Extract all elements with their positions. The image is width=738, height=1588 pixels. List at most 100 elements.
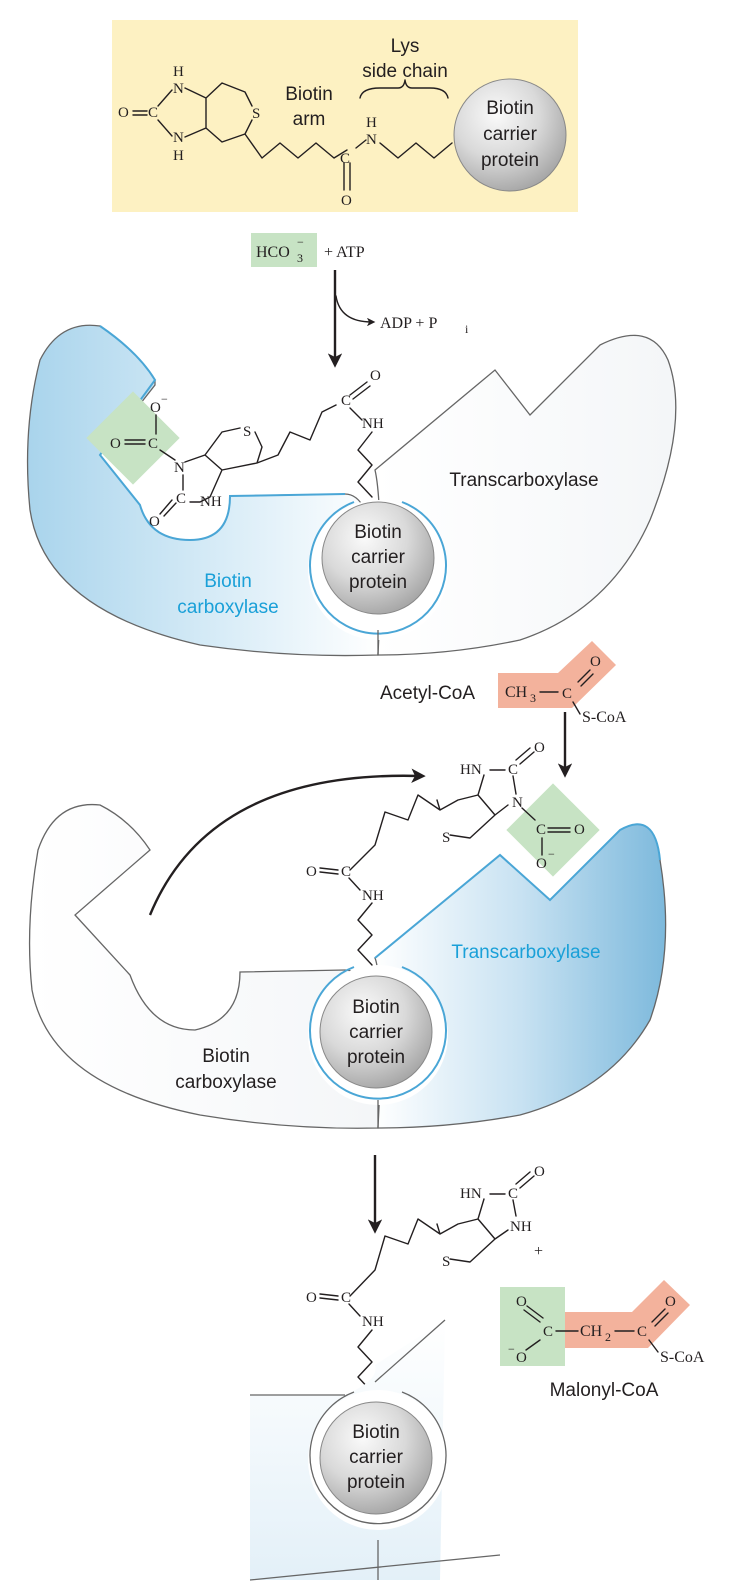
atom-h-top: H xyxy=(173,64,184,80)
transcarboxylase-outline-blue-2 xyxy=(374,823,661,959)
bicarbonate-box xyxy=(251,233,317,267)
e2-hn: HN xyxy=(460,762,482,778)
adp-label: ADP + P xyxy=(380,315,437,332)
p-o-amide: O xyxy=(306,1290,317,1306)
enzyme2-biotin-bonds xyxy=(319,747,571,966)
carrier-protein-sphere-1 xyxy=(321,501,435,615)
atp-label: + ATP xyxy=(324,244,365,261)
adp-sub: i xyxy=(465,322,469,336)
p-s: S xyxy=(442,1254,450,1270)
adp-branch-arrow xyxy=(335,295,376,327)
carrier3-label-2: carrier xyxy=(349,1447,404,1468)
lys-label-1: Lys xyxy=(391,36,420,57)
e2-o-minus-sign: − xyxy=(548,847,555,861)
sphere-pocket-ring-2 xyxy=(309,966,447,1100)
atom-n-top: N xyxy=(173,81,184,97)
transcarboxylase-label-2: Transcarboxylase xyxy=(451,942,600,963)
carrier2-label-2: carrier xyxy=(349,1022,404,1043)
e2-o-double: O xyxy=(574,822,585,838)
e1-nh-amide: NH xyxy=(362,416,384,432)
products-section: HN C O NH S O C NH + O C O − CH 2 C O S-… xyxy=(249,1155,705,1581)
p-nh-amide: NH xyxy=(362,1314,384,1330)
e2-n: N xyxy=(512,795,523,811)
carrier-label-3: protein xyxy=(481,150,539,171)
m-ch2-sub: 2 xyxy=(605,1330,611,1344)
carrier2-label-1: Biotin xyxy=(352,997,400,1018)
e1-o-double: O xyxy=(110,436,121,452)
e1-o-minus: O xyxy=(150,400,161,416)
atom-c-left: C xyxy=(148,105,158,121)
bicarbonate-label: HCO xyxy=(256,244,290,261)
e2-o-urea: O xyxy=(534,740,545,756)
ch3-sub: 3 xyxy=(530,691,536,705)
atom-o-left: O xyxy=(118,105,129,121)
e2-s: S xyxy=(442,830,450,846)
lys-label-2: side chain xyxy=(362,61,448,82)
malonyl-coa-label: Malonyl-CoA xyxy=(550,1380,659,1401)
lys-brace xyxy=(359,79,449,99)
e1-c-carboxyl: C xyxy=(148,436,158,452)
e1-o-urea: O xyxy=(149,514,160,530)
carboxylase-label-1a: Biotin xyxy=(204,571,252,592)
carrier1-label-1: Biotin xyxy=(354,522,402,543)
domain-swing-arrow xyxy=(148,768,426,916)
bicarbonate-sub: 3 xyxy=(297,251,303,265)
carrier-protein-sphere-3 xyxy=(319,1401,433,1515)
m-c1: C xyxy=(543,1324,553,1340)
carrier3-label-1: Biotin xyxy=(352,1422,400,1443)
e1-s: S xyxy=(243,424,251,440)
p-hn: HN xyxy=(460,1186,482,1202)
atom-n-bot: N xyxy=(173,130,184,146)
e1-n1: N xyxy=(174,460,185,476)
m-o-top: O xyxy=(516,1294,527,1310)
transcarboxylase-domain-2 xyxy=(374,823,667,1129)
ch3-label: CH xyxy=(505,684,528,701)
e1-o-amide: O xyxy=(370,368,381,384)
bottom-enzyme-outline xyxy=(249,1319,501,1581)
enzyme-complex-1: Biotin carrier protein Transcarboxylase … xyxy=(26,324,677,657)
carrier-protein-sphere-2 xyxy=(319,975,433,1089)
e2-o-minus: O xyxy=(536,856,547,872)
acetyl-o: O xyxy=(590,654,601,670)
malonyl-bonds xyxy=(523,1305,669,1353)
plus-sign: + xyxy=(534,1243,543,1260)
carboxylase-label-2a: Biotin xyxy=(202,1046,250,1067)
m-scoa: S-CoA xyxy=(660,1349,705,1366)
e1-c-amide: C xyxy=(341,393,351,409)
carboxylase-label-1b: carboxylase xyxy=(177,597,278,618)
m-c2: C xyxy=(637,1324,647,1340)
carrier-label-1: Biotin xyxy=(486,98,534,119)
p-nh: NH xyxy=(510,1219,532,1235)
biotin-arm-label-2: arm xyxy=(293,109,326,130)
e1-c-urea: C xyxy=(176,491,186,507)
carrier-label-2: carrier xyxy=(483,124,538,145)
transcarboxylase-domain-1 xyxy=(374,334,677,656)
p-c-urea: C xyxy=(508,1186,518,1202)
step2-acetyl-coa: Acetyl-CoA CH 3 C O S-CoA xyxy=(148,641,627,916)
e2-c-amide: C xyxy=(341,864,351,880)
e2-o-amide: O xyxy=(306,864,317,880)
malonyl-salmon-box xyxy=(565,1280,690,1348)
acetyl-salmon-box xyxy=(498,641,616,708)
enzyme-complex-2: Biotin carrier protein Transcarboxylase … xyxy=(28,740,667,1129)
acetyl-c: C xyxy=(562,686,572,702)
carrier2-label-3: protein xyxy=(347,1047,405,1068)
e2-nh-amide: NH xyxy=(362,888,384,904)
acetyl-coa-label: Acetyl-CoA xyxy=(380,683,475,704)
malonyl-green-box xyxy=(500,1287,565,1366)
enzyme1-biotin-bonds xyxy=(124,381,373,517)
e1-o-minus-sign: − xyxy=(161,392,168,406)
e2-c-urea: C xyxy=(508,762,518,778)
p-c-amide: C xyxy=(341,1290,351,1306)
atom-h-amide: H xyxy=(366,115,377,131)
biotin-carboxylase-outline-blue-1 xyxy=(98,325,346,542)
acetyl-bonds xyxy=(539,669,594,715)
p-o-urea: O xyxy=(534,1164,545,1180)
m-ch2: CH xyxy=(580,1323,603,1340)
carboxylase-label-2b: carboxylase xyxy=(175,1072,276,1093)
carrier1-label-3: protein xyxy=(349,572,407,593)
carrier-protein-sphere-top xyxy=(453,78,567,192)
m-o-minus: O xyxy=(516,1350,527,1366)
product-biotin-bonds xyxy=(319,1171,535,1393)
